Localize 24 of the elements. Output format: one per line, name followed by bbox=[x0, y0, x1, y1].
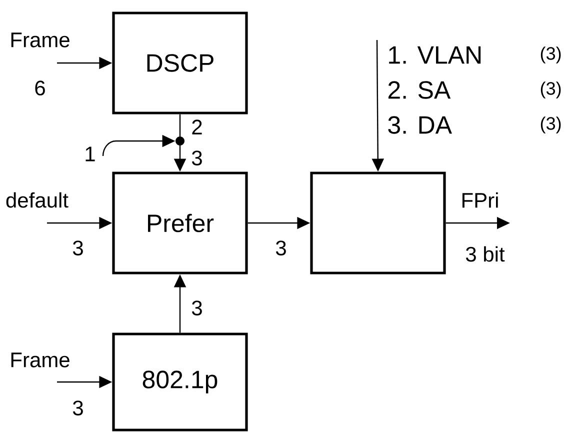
label: (3) bbox=[540, 82, 561, 98]
label: 3 bbox=[72, 240, 83, 256]
edge-label: 2 bbox=[192, 120, 202, 134]
label: (3) bbox=[540, 116, 561, 134]
label: 3. DA bbox=[388, 116, 452, 134]
label: 3 bbox=[72, 400, 83, 416]
edge-label: 1 bbox=[86, 146, 95, 162]
label: 1. VLAN bbox=[389, 46, 481, 64]
label: 6 bbox=[35, 80, 45, 96]
process-box: 802.1p bbox=[112, 332, 248, 432]
edge-label: 3 bbox=[192, 150, 202, 166]
process-box: Prefer bbox=[112, 172, 248, 274]
label: 3 bit bbox=[466, 246, 505, 262]
junction-dot bbox=[176, 136, 184, 146]
edge-label: Frame bbox=[11, 352, 70, 368]
process-box bbox=[310, 172, 446, 274]
edge-label: 3 bbox=[276, 240, 286, 256]
edge-label: 3 bbox=[192, 300, 202, 316]
edge-label: default bbox=[6, 192, 68, 208]
label: (3) bbox=[540, 46, 561, 64]
label: 2. SA bbox=[388, 81, 451, 99]
edge-label: FPri bbox=[462, 192, 498, 208]
process-box: DSCP bbox=[112, 12, 248, 114]
edge-label: Frame bbox=[11, 32, 70, 48]
